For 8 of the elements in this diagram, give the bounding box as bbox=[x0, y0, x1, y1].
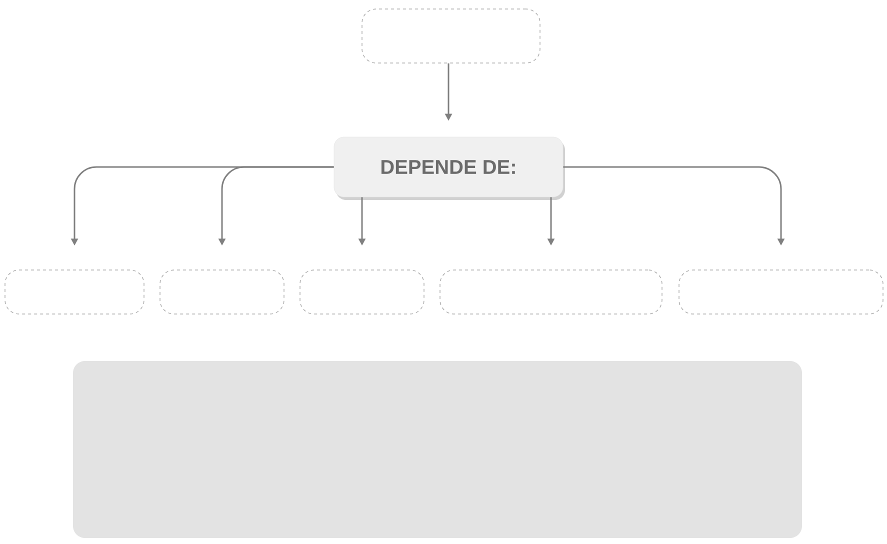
title-box: DEPENDE DE: bbox=[334, 136, 565, 200]
dashed-box bbox=[300, 270, 424, 314]
dashed-box bbox=[678, 270, 884, 314]
dashed-box bbox=[440, 270, 662, 314]
dashed-box bbox=[160, 270, 284, 314]
dashed-box bbox=[4, 270, 144, 314]
answer-box bbox=[73, 361, 802, 538]
dashed-box bbox=[362, 8, 540, 64]
